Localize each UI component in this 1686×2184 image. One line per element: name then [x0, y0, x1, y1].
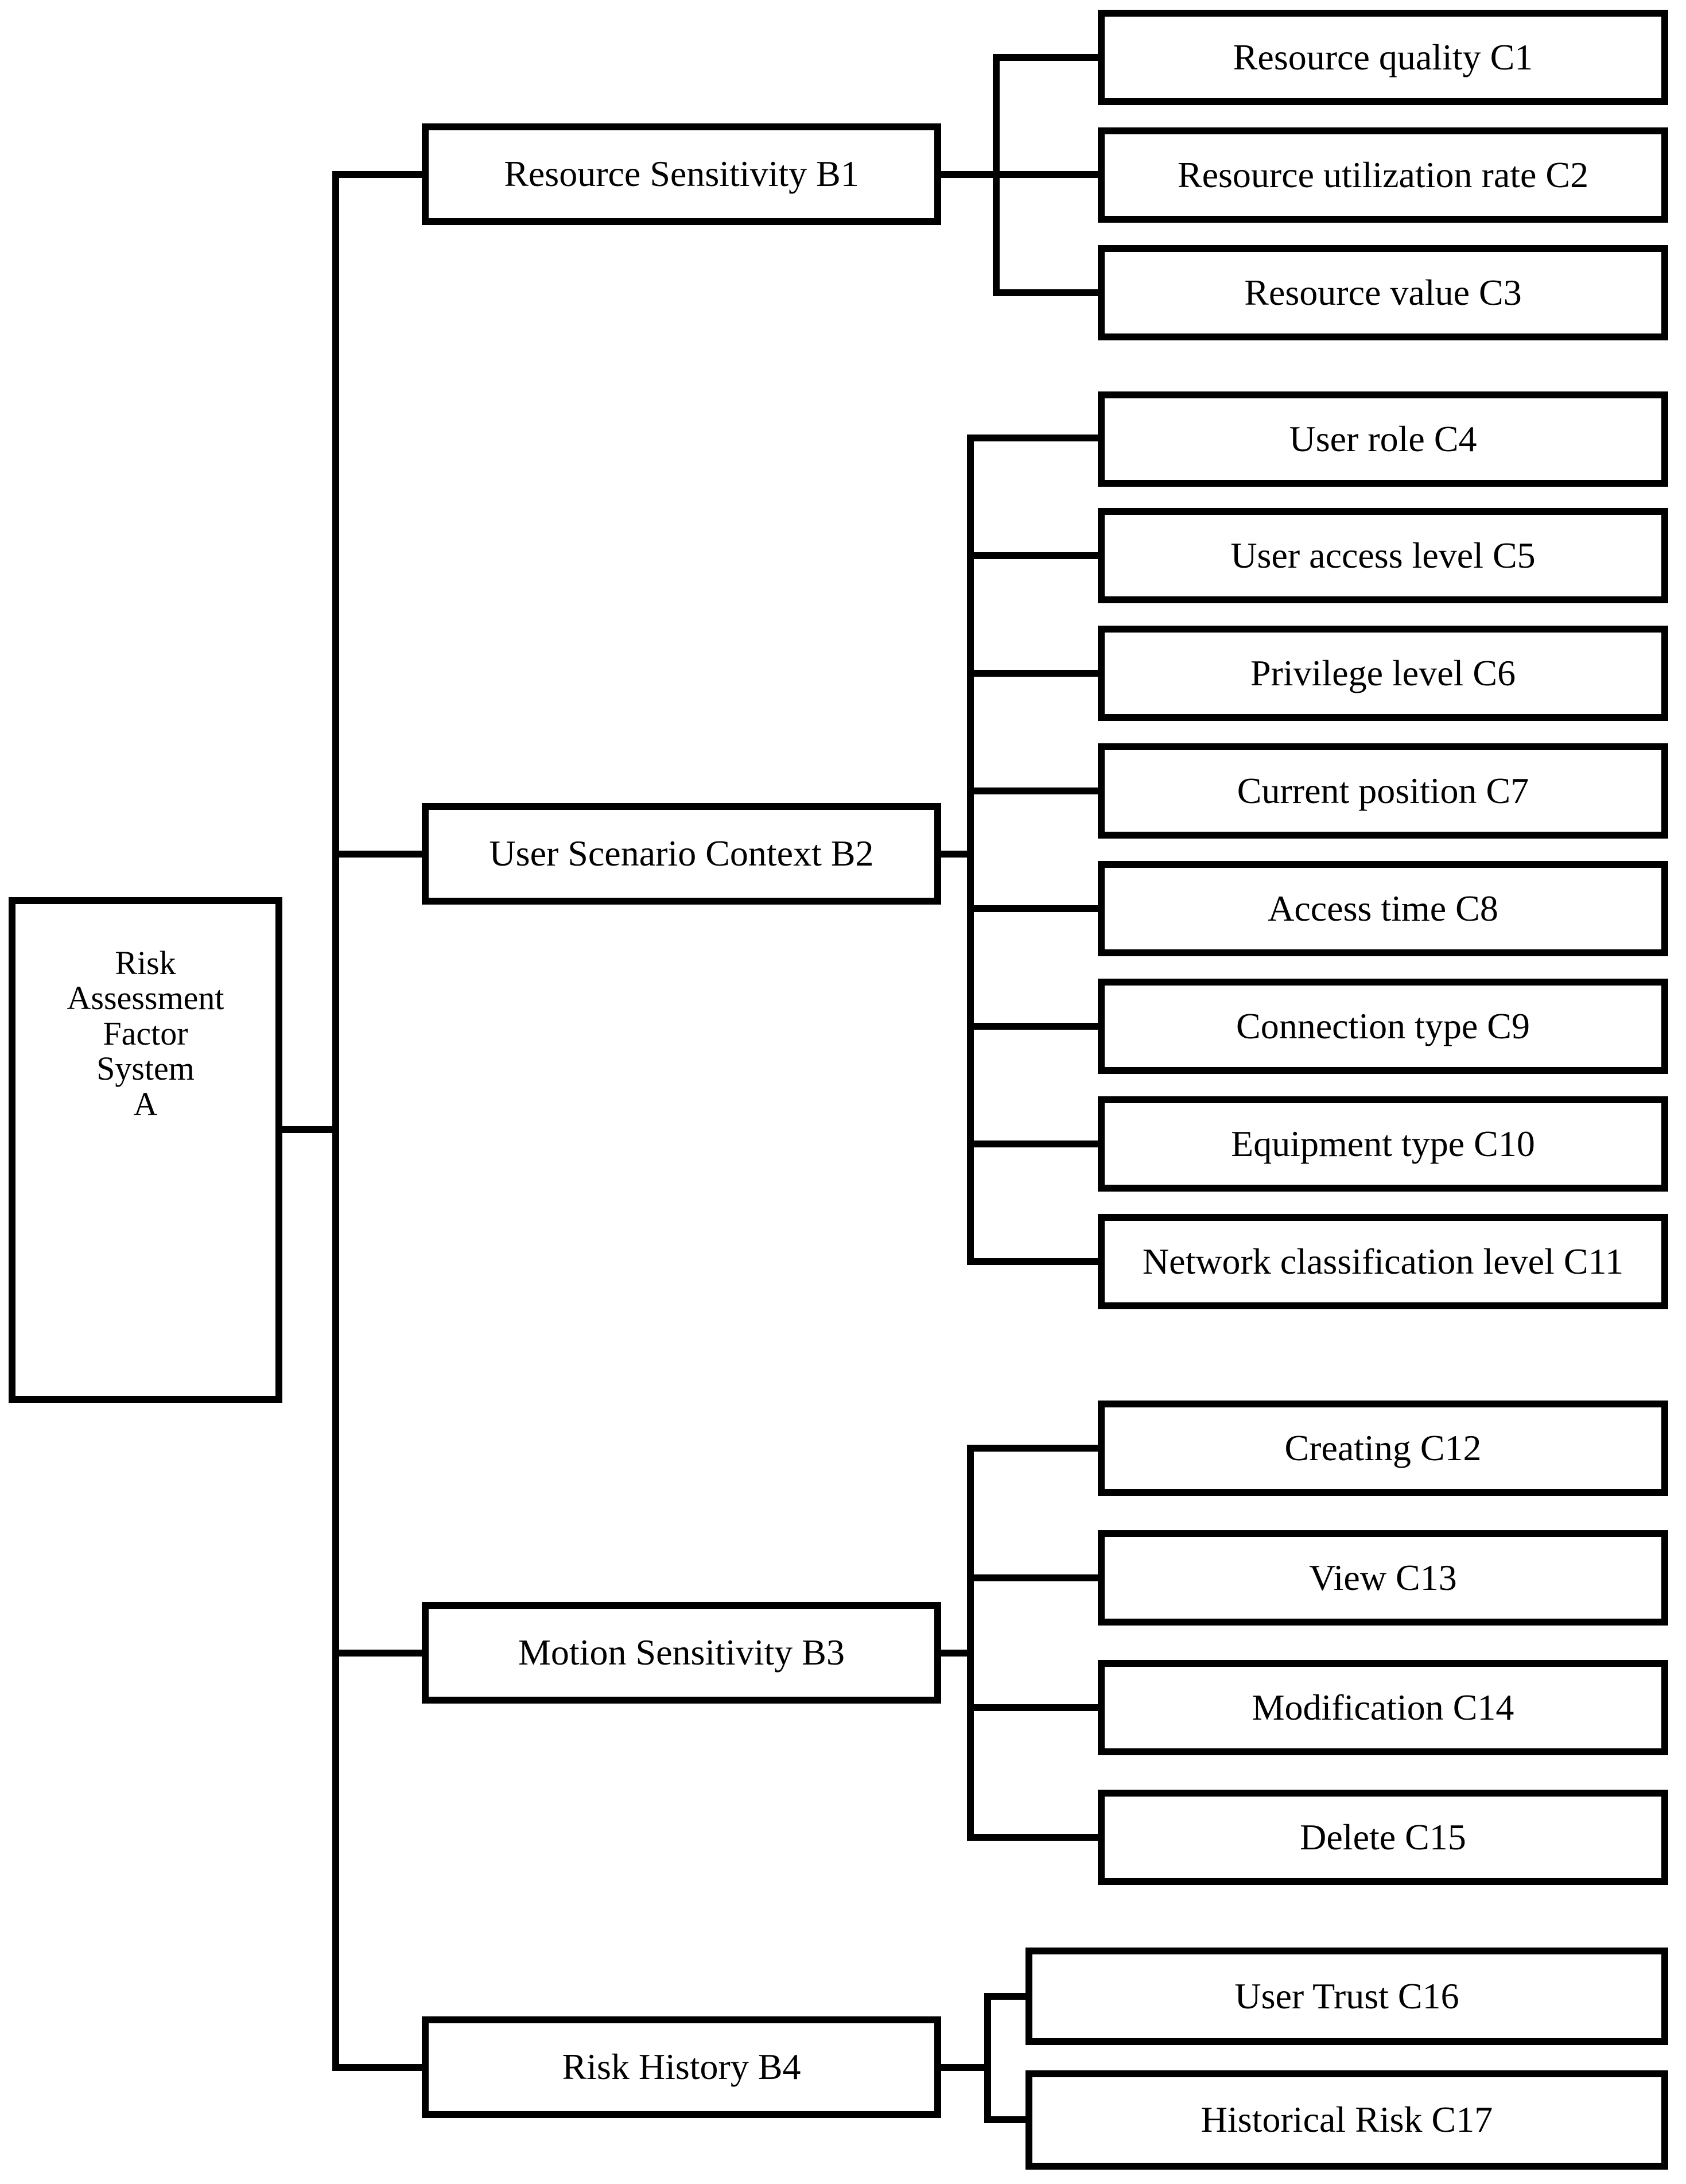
node-c15: Delete C15	[1098, 1790, 1668, 1885]
node-c15-label: Delete C15	[1300, 1816, 1466, 1857]
node-c5: User access level C5	[1098, 508, 1668, 603]
node-c16: User Trust C16	[1025, 1948, 1668, 2045]
node-c11: Network classification level C11	[1098, 1214, 1668, 1309]
node-a-root: Risk Assessment Factor System A	[9, 897, 282, 1403]
node-c16-label: User Trust C16	[1234, 1975, 1459, 2016]
main-trunk-line	[332, 171, 339, 2071]
c16-stub-line	[984, 1993, 1025, 2000]
node-c13-label: View C13	[1309, 1557, 1457, 1598]
c10-stub-line	[967, 1141, 1098, 1147]
c8-stub-line	[967, 905, 1098, 912]
node-c4: User role C4	[1098, 391, 1668, 487]
node-a-label-line: A	[133, 1085, 158, 1123]
node-c11-label: Network classification level C11	[1142, 1240, 1624, 1282]
b3-branch-line-right	[941, 1650, 974, 1657]
c6-stub-line	[967, 670, 1098, 677]
node-c1: Resource quality C1	[1098, 10, 1668, 105]
node-b3: Motion Sensitivity B3	[422, 1602, 941, 1704]
node-b1-label: Resource Sensitivity B1	[504, 153, 859, 195]
node-c14-label: Modification C14	[1252, 1686, 1514, 1728]
node-a-label-line: Factor	[103, 1014, 188, 1052]
c13-stub-line	[967, 1574, 1098, 1581]
node-c9-label: Connection type C9	[1236, 1005, 1530, 1046]
node-c14: Modification C14	[1098, 1660, 1668, 1755]
node-c6: Privilege level C6	[1098, 626, 1668, 721]
c4-stub-line	[967, 435, 1098, 441]
c11-stub-line	[967, 1258, 1098, 1265]
node-c10: Equipment type C10	[1098, 1096, 1668, 1192]
b4-branch-line-left	[332, 2064, 425, 2071]
c9-stub-line	[967, 1023, 1098, 1030]
node-c2-label: Resource utilization rate C2	[1177, 154, 1589, 195]
c15-stub-line	[967, 1834, 1098, 1841]
node-c3-label: Resource value C3	[1244, 271, 1522, 313]
node-c2: Resource utilization rate C2	[1098, 127, 1668, 223]
c3-stub-line	[993, 289, 1098, 296]
c17-stub-line	[984, 2116, 1025, 2123]
node-c17: Historical Risk C17	[1025, 2070, 1668, 2170]
node-c8-label: Access time C8	[1268, 887, 1498, 929]
node-c5-label: User access level C5	[1230, 534, 1536, 576]
b1-children-trunk-line	[993, 54, 1000, 296]
node-c17-label: Historical Risk C17	[1201, 2099, 1493, 2140]
b3-branch-line-left	[332, 1650, 425, 1657]
c14-stub-line	[967, 1704, 1098, 1711]
node-c9: Connection type C9	[1098, 979, 1668, 1074]
node-a-label-line: Assessment	[67, 979, 224, 1017]
node-c8: Access time C8	[1098, 861, 1668, 956]
node-c12: Creating C12	[1098, 1401, 1668, 1496]
b3-children-trunk-line	[967, 1445, 974, 1841]
c12-stub-line	[967, 1445, 1098, 1452]
b4-branch-line-right	[941, 2064, 991, 2071]
b4-children-trunk-line	[984, 1993, 991, 2123]
node-c7: Current position C7	[1098, 743, 1668, 839]
node-a-label-line: System	[96, 1050, 195, 1088]
c5-stub-line	[967, 552, 1098, 559]
node-c3: Resource value C3	[1098, 245, 1668, 340]
node-c13: View C13	[1098, 1530, 1668, 1626]
node-b2: User Scenario Context B2	[422, 803, 941, 905]
c1-stub-line	[993, 54, 1098, 61]
node-c10-label: Equipment type C10	[1231, 1123, 1535, 1164]
node-b2-label: User Scenario Context B2	[489, 833, 874, 874]
node-a-label-line: Risk	[115, 944, 176, 982]
node-c12-label: Creating C12	[1284, 1427, 1482, 1468]
node-b4: Risk History B4	[422, 2016, 941, 2118]
b2-children-trunk-line	[967, 435, 974, 1265]
node-c6-label: Privilege level C6	[1250, 652, 1516, 693]
c7-stub-line	[967, 788, 1098, 794]
node-b1: Resource Sensitivity B1	[422, 123, 941, 225]
node-c7-label: Current position C7	[1237, 770, 1529, 811]
b2-branch-line-left	[332, 851, 425, 858]
b1-branch-line-left	[332, 171, 425, 178]
node-c4-label: User role C4	[1289, 418, 1477, 459]
root-connector-line	[282, 1126, 339, 1133]
b1-branch-line-right	[941, 171, 1098, 178]
b2-branch-line-right	[941, 851, 974, 858]
node-b4-label: Risk History B4	[562, 2046, 801, 2088]
node-b3-label: Motion Sensitivity B3	[518, 1632, 845, 1673]
node-c1-label: Resource quality C1	[1233, 36, 1533, 77]
